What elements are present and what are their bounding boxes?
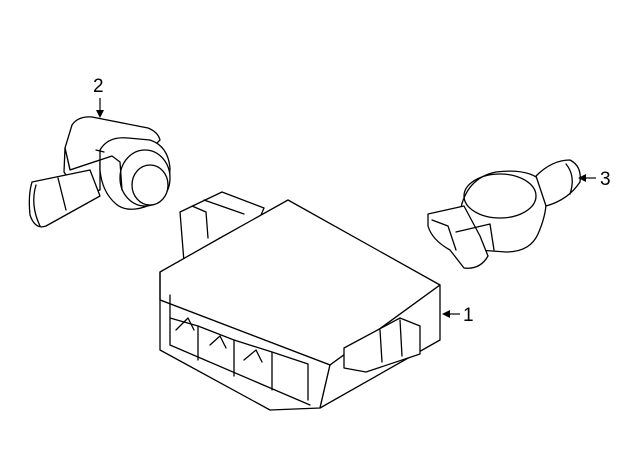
callout-label-2: 2 <box>93 76 104 97</box>
parking-sensor-icon <box>28 116 171 228</box>
callout-label-3: 3 <box>600 169 611 190</box>
control-module-icon <box>159 191 441 411</box>
callout-label-1: 1 <box>463 305 474 326</box>
callout-1: 1 <box>442 305 474 326</box>
callout-2: 2 <box>93 76 104 118</box>
callout-3: 3 <box>578 169 611 190</box>
sensor-bracket-icon <box>427 159 581 269</box>
